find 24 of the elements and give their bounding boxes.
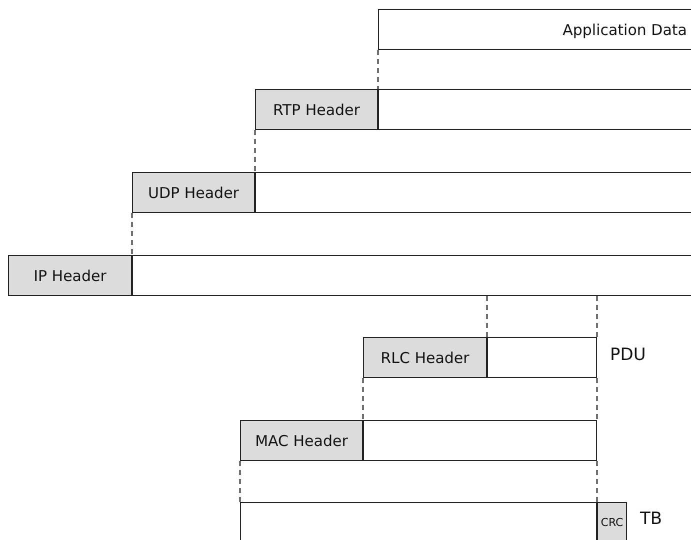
unit-label: TB xyxy=(640,509,662,529)
unit-label: PDU xyxy=(610,345,646,365)
dashed-connector xyxy=(596,296,598,337)
dashed-connector xyxy=(377,50,379,89)
dashed-connector xyxy=(131,213,133,255)
header-field: RTP Header xyxy=(255,89,378,130)
data-field: Application Data xyxy=(378,9,691,50)
payload-field xyxy=(240,502,597,540)
dashed-connector xyxy=(486,296,488,337)
header-field: RLC Header xyxy=(363,337,487,378)
payload-field xyxy=(487,337,597,378)
payload-field xyxy=(363,420,597,461)
payload-field xyxy=(255,172,691,213)
header-field: CRC xyxy=(597,502,627,540)
header-field: MAC Header xyxy=(240,420,363,461)
dashed-connector xyxy=(362,378,364,420)
header-field: IP Header xyxy=(8,255,132,296)
payload-field xyxy=(132,255,691,296)
dashed-connector xyxy=(239,461,241,502)
payload-field xyxy=(378,89,691,130)
dashed-connector xyxy=(254,130,256,172)
header-field: UDP Header xyxy=(132,172,255,213)
dashed-connector xyxy=(596,461,598,502)
dashed-connector xyxy=(596,378,598,420)
